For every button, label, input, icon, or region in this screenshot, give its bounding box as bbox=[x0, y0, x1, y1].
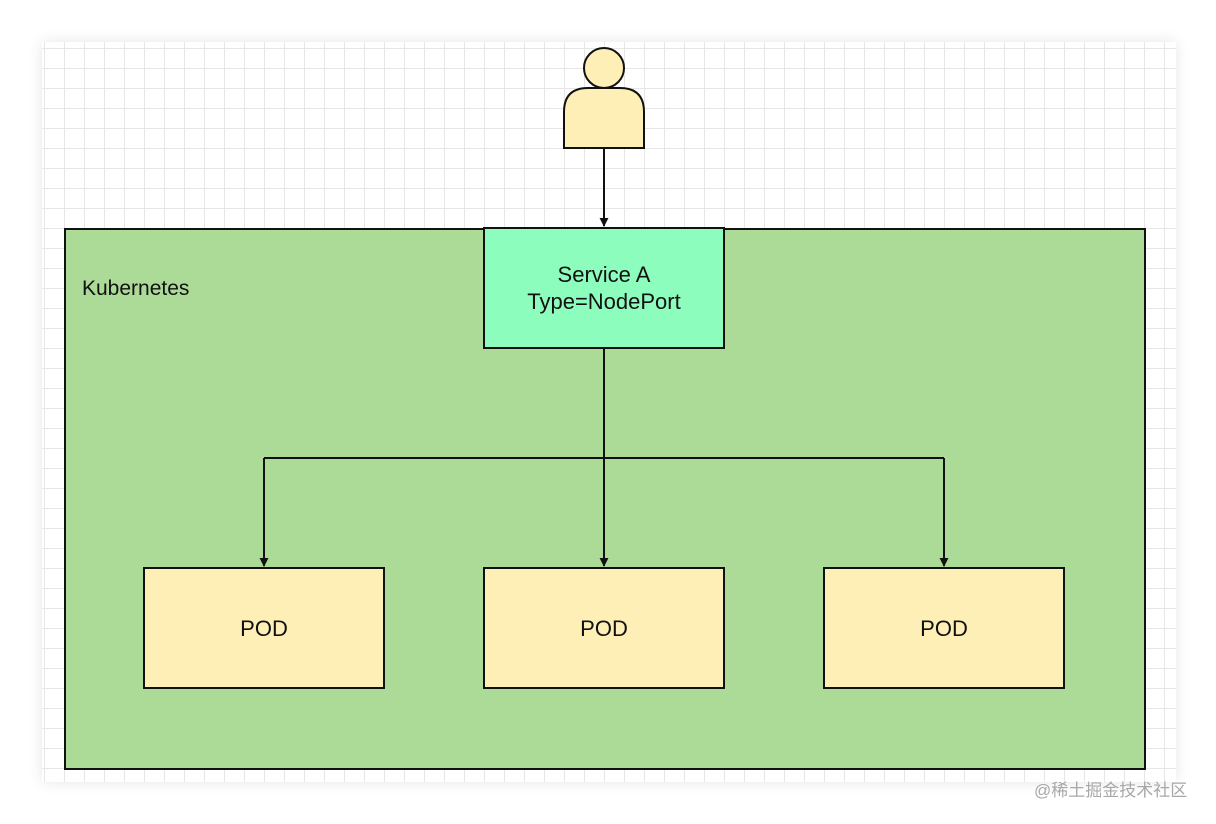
pod-node: POD bbox=[483, 567, 725, 689]
pod-node: POD bbox=[143, 567, 385, 689]
service-node: Service A Type=NodePort bbox=[483, 227, 725, 349]
user-icon bbox=[563, 47, 645, 149]
pod-label: POD bbox=[920, 615, 968, 641]
service-name: Service A bbox=[557, 262, 651, 287]
cluster-label: Kubernetes bbox=[82, 277, 190, 300]
service-type: Type=NodePort bbox=[527, 289, 681, 314]
pod-node: POD bbox=[823, 567, 1065, 689]
pod-label: POD bbox=[580, 615, 628, 641]
watermark: @稀土掘金技术社区 bbox=[1034, 781, 1188, 800]
pod-label: POD bbox=[240, 615, 288, 641]
